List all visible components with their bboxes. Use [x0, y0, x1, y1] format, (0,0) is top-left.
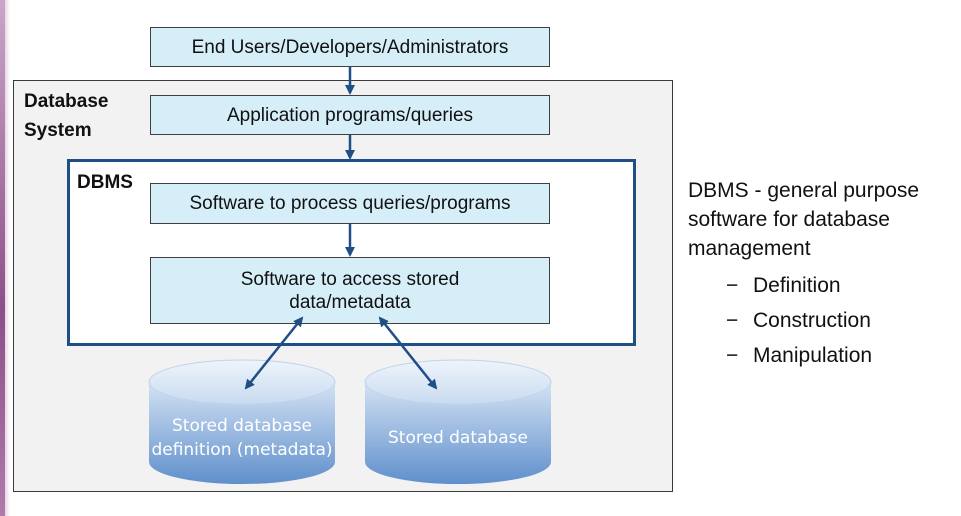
- dbms-functions-list: −Definition −Construction −Manipulation: [726, 268, 872, 373]
- users-box: End Users/Developers/Administrators: [150, 27, 550, 67]
- list-item-label: Definition: [753, 274, 841, 297]
- dbms-definition-text: DBMS - general purpose software for data…: [688, 179, 920, 260]
- access-box: Software to access stored data/metadata: [150, 257, 550, 324]
- list-item-label: Construction: [753, 309, 871, 332]
- bullet-marker: −: [726, 309, 739, 332]
- list-item: −Manipulation: [726, 338, 872, 373]
- arrow-access-database: [378, 316, 438, 390]
- cylinder-definition: [148, 359, 336, 484]
- users-box-label: End Users/Developers/Administrators: [191, 36, 509, 58]
- application-box-label: Application programs/queries: [226, 104, 474, 126]
- stored-definition-text: Stored database definition (metadata): [151, 416, 333, 460]
- access-box-label: Software to access stored data/metadata: [240, 268, 460, 313]
- process-box: Software to process queries/programs: [150, 183, 550, 224]
- stored-definition-label: Stored database definition (metadata): [150, 414, 334, 462]
- bullet-marker: −: [726, 274, 739, 297]
- list-item: −Construction: [726, 303, 872, 338]
- process-box-label: Software to process queries/programs: [189, 193, 511, 214]
- arrow-access-metadata: [244, 316, 304, 390]
- list-item-label: Manipulation: [753, 344, 873, 367]
- database-system-label: Database System: [24, 91, 109, 141]
- cylinder-database: [364, 359, 552, 484]
- application-box: Application programs/queries: [150, 95, 550, 135]
- slide-edge-bar: [0, 0, 5, 516]
- stored-database-label: Stored database: [366, 426, 550, 450]
- slide-edge-shadow: [5, 0, 10, 516]
- bullet-marker: −: [726, 344, 739, 367]
- list-item: −Definition: [726, 268, 872, 303]
- dbms-label: DBMS: [77, 172, 133, 193]
- stored-database-text: Stored database: [388, 428, 528, 448]
